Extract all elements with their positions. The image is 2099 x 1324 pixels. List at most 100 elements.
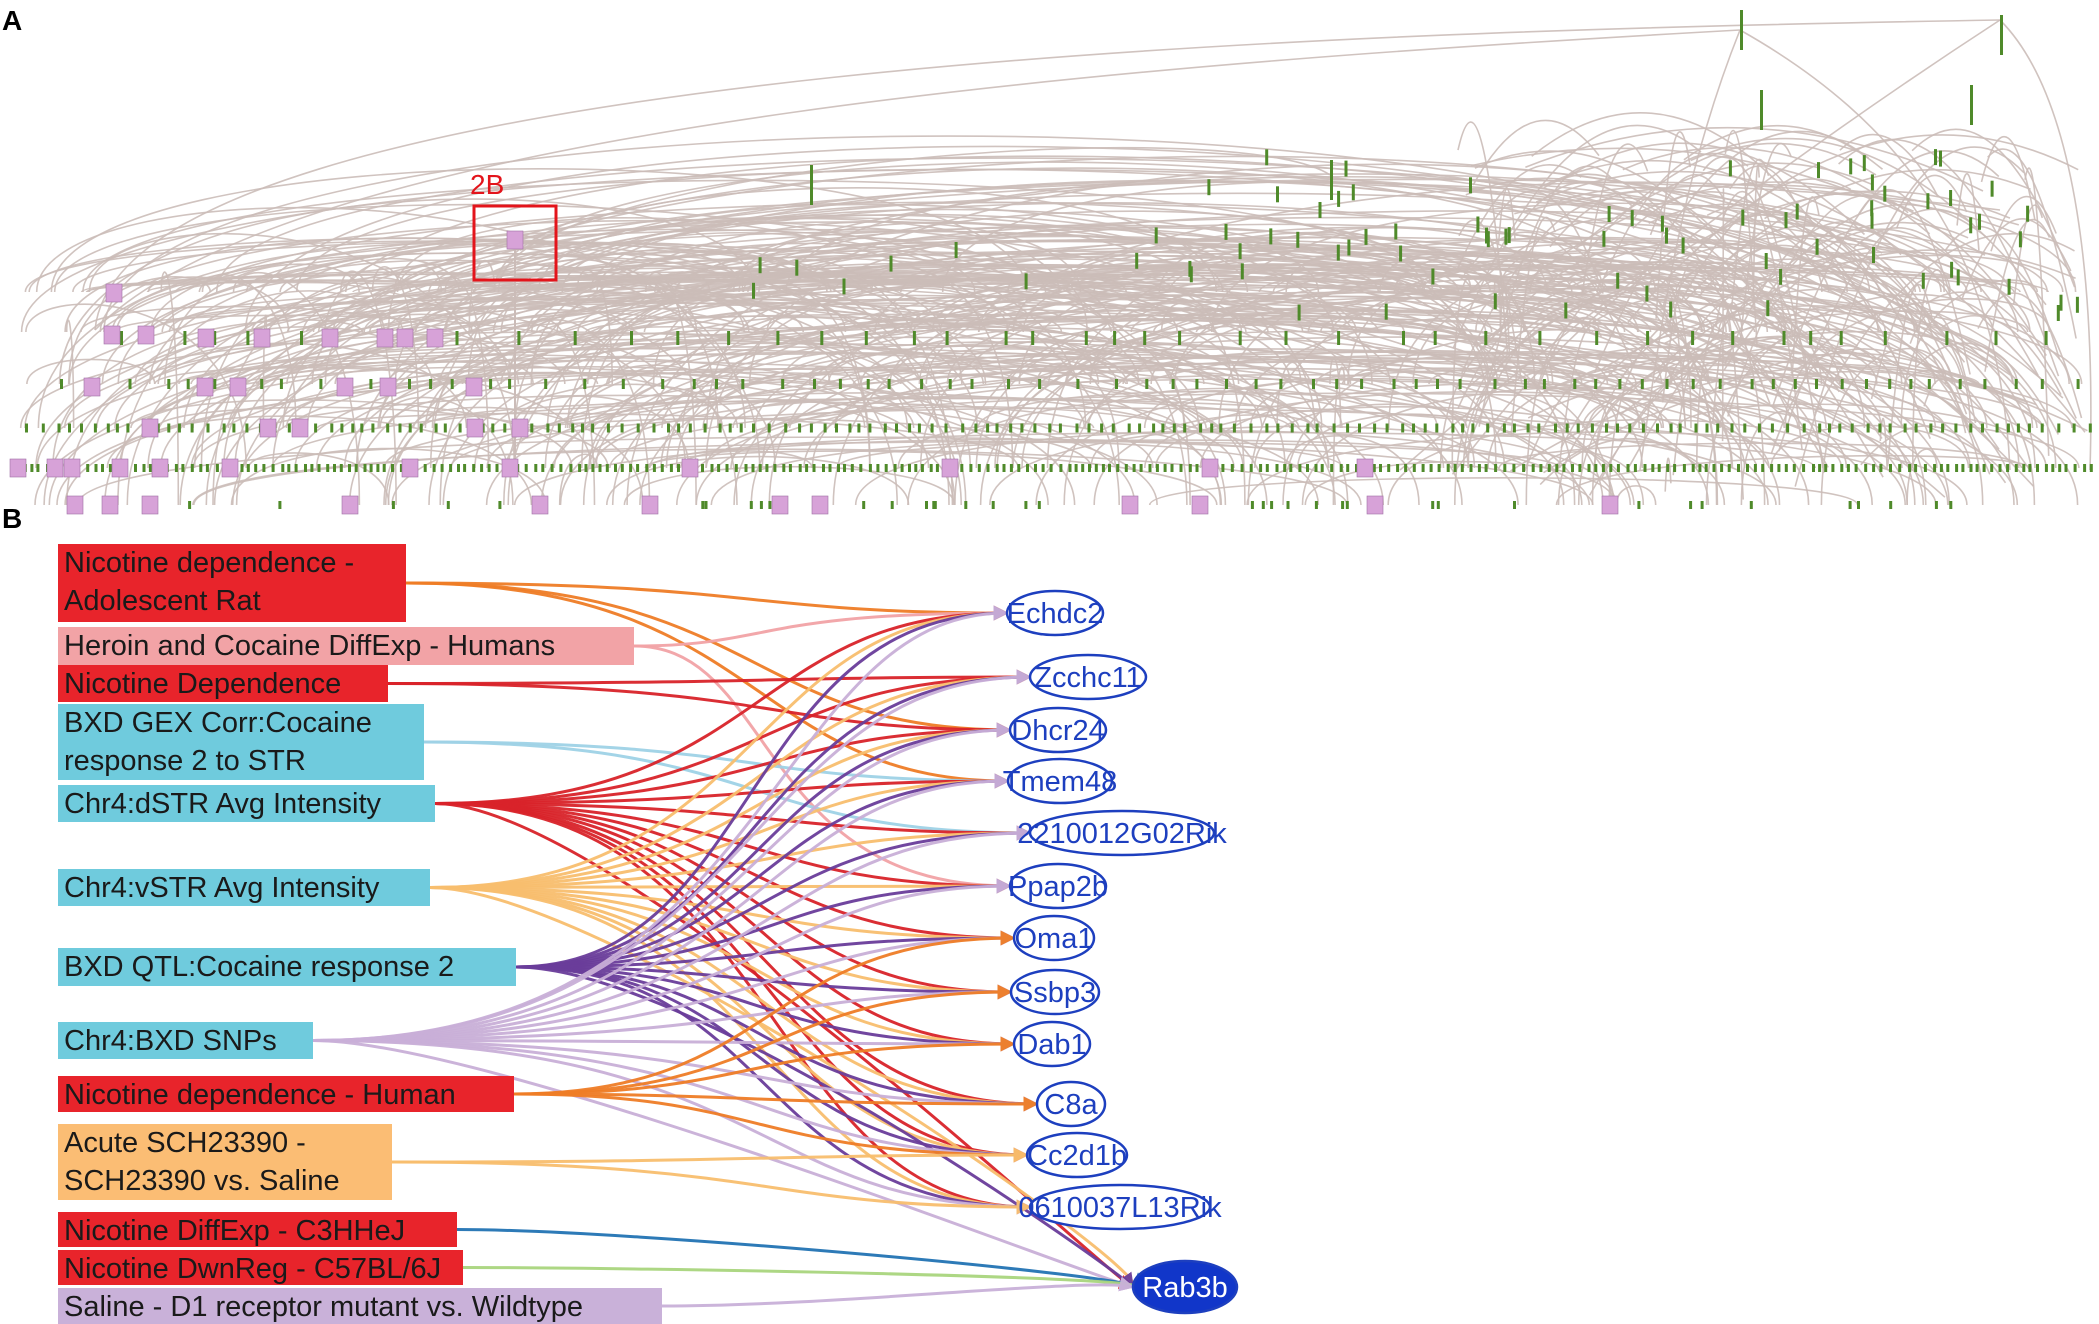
gene-node-ppap2b: Ppap2b [1008,862,1108,910]
gene-node [1889,501,1893,509]
edge-vstr-to-echdc2 [429,605,1009,889]
gene-node [432,464,436,472]
gene-set-node [336,377,354,397]
gene-node [1360,379,1364,389]
gene-node [1306,423,1310,433]
gene-node [1727,464,1731,472]
gene-node [287,423,291,433]
network-edge [450,407,1937,506]
gene-node [1673,464,1677,472]
network-edge [1690,137,2047,306]
gene-node [660,464,664,472]
gene-node [868,423,872,433]
network-edge [946,300,1405,385]
network-edge [1456,164,1582,270]
network-edge [1463,231,1634,366]
gene-node [1537,423,1541,433]
network-edge [1556,277,2034,487]
gene-node [1412,464,1416,472]
gene-set-node [1121,495,1139,515]
gene-node [1414,379,1418,389]
gene-node-zcchc11: Zcchc11 [1028,653,1148,701]
gene-node [715,379,718,389]
network-edge [706,301,847,429]
gene-node [1565,423,1569,433]
edge-dstr-to-dhcr24 [434,722,1012,805]
gene-node [2028,464,2032,472]
network-edge [710,441,1362,506]
gene-node [1269,228,1273,245]
gene-node [1108,464,1111,472]
gene-node [1740,10,1743,50]
gene-node [174,464,178,472]
panel-a-network-edges [19,19,2092,506]
gene-node [1009,464,1013,472]
gene-node [1471,423,1475,433]
gene-node [434,423,438,433]
gene-node [773,464,777,472]
gene-node [1024,273,1028,290]
gene-node [591,423,595,433]
gene-node [1298,464,1302,472]
gene-node [948,379,952,389]
gene-node [1777,464,1781,472]
gene-node [1969,217,1973,234]
gene-node [360,423,364,433]
gene-node [935,464,939,472]
gene-node-dhcr24: Dhcr24 [1008,706,1108,754]
gene-node [1451,423,1455,433]
gene-node [317,464,321,472]
edge-nic_human-to-ssbp3 [513,984,1013,1096]
gene-node [2073,464,2077,472]
gene-node [391,464,394,472]
gene-node [1183,423,1187,433]
network-edge [117,290,386,506]
network-edge [1603,152,1749,278]
gene-node [1704,464,1708,472]
gene-node [1320,464,1324,472]
gene-node [205,464,209,472]
gene-node [1116,464,1120,472]
network-edge [1482,241,1759,349]
gene-node-rik0610: 0610037L13Rik [1018,1183,1222,1231]
network-edge [1089,236,1880,385]
gene-node [340,423,344,433]
gene-node [1431,501,1435,509]
edge-nic_adol-to-echdc2 [405,581,1009,621]
network-edge [486,392,1235,469]
gene-node [1870,200,1874,217]
gene-node [1436,379,1439,389]
gene-node [1068,464,1072,472]
gene-node [1127,423,1131,433]
gene-set-node [641,495,659,515]
gene-node-label: Ssbp3 [1014,977,1096,1009]
network-edge [1498,442,2023,469]
gene-node [605,464,609,472]
gene-node [1207,179,1211,196]
gene-node [889,255,893,272]
gene-node [1336,244,1340,261]
gene-node [1265,423,1269,433]
network-edge [585,313,1785,429]
gene-node [503,423,507,433]
gene-node [57,423,61,433]
gene-node-ellipse [1035,1080,1107,1128]
source-node-box [58,1288,662,1324]
network-edge [25,303,247,469]
gene-node [862,501,866,509]
edge-vstr-to-zcchc11 [429,669,1032,889]
gene-node [1573,379,1577,389]
network-edge [101,221,1824,469]
gene-node [1982,464,1986,472]
network-edge [178,359,1202,429]
gene-node [1782,331,1786,345]
gene-node [1784,464,1788,472]
gene-node [1347,239,1351,256]
gene-node [917,423,921,433]
gene-node [1757,423,1761,433]
edge-dstr-to-rik0610 [434,802,1032,1215]
gene-node [190,464,194,472]
gene-node [629,464,633,472]
network-edge [317,273,1112,333]
network-edge [1561,142,1866,236]
